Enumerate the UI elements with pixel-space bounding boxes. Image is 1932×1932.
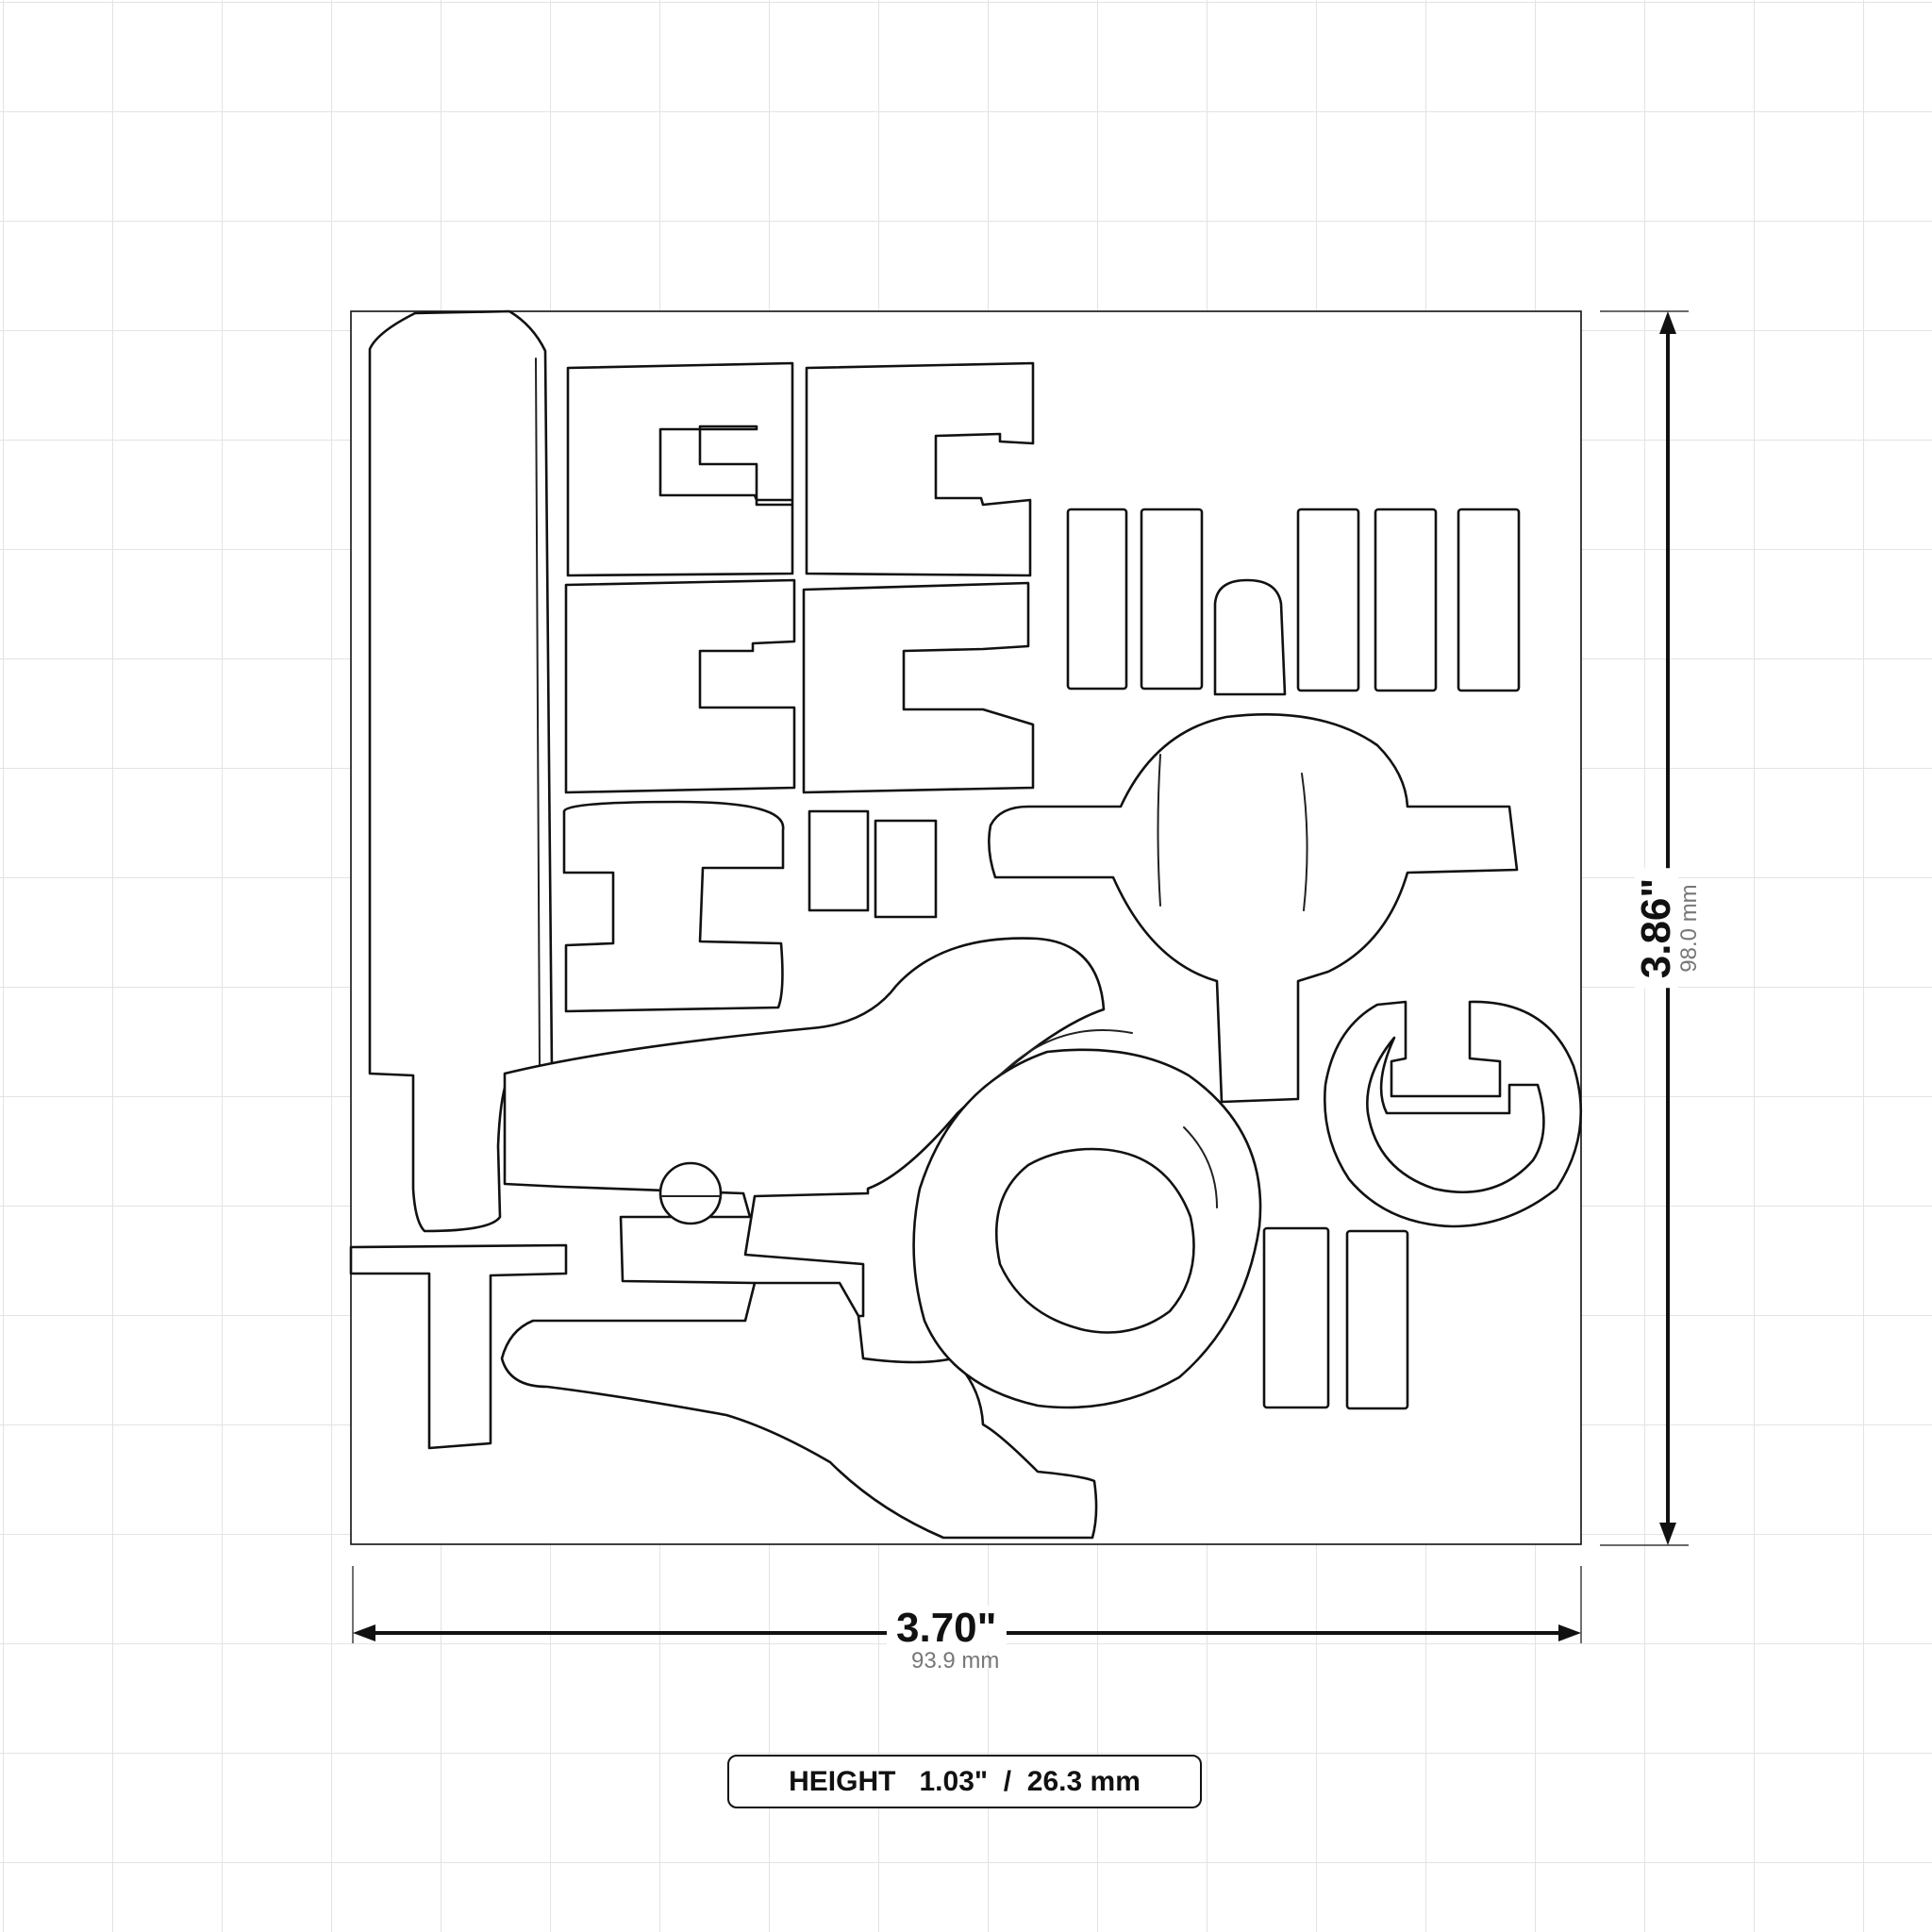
large-ring-part (912, 1048, 1262, 1409)
height-badge-separator: / (1003, 1765, 1012, 1797)
pin-1 (1066, 508, 1128, 691)
cross-joint-part (988, 713, 1519, 1104)
lower-arm-part (500, 1281, 1098, 1540)
height-badge: HEIGHT 1.03" / 26.3 mm (727, 1755, 1202, 1808)
small-pin-1 (1262, 1226, 1330, 1409)
pin-4 (1296, 508, 1360, 692)
height-arrowhead-bottom (1659, 1523, 1676, 1545)
bracket-part-4 (802, 581, 1035, 794)
small-pin-2 (1345, 1229, 1409, 1410)
small-block-1 (808, 809, 870, 912)
width-dimension-inches: 3.70" (887, 1606, 1007, 1651)
small-block-2 (874, 819, 938, 919)
handle-part-edge (535, 358, 541, 1067)
small-pin-hole (658, 1161, 723, 1225)
height-arrowhead-top (1659, 311, 1676, 334)
height-badge-inches: 1.03" (919, 1765, 989, 1797)
height-dimension-inches: 3.86" (1633, 868, 1679, 989)
cross-joint-detail (1157, 754, 1308, 911)
width-arrowhead-right (1558, 1624, 1581, 1641)
pin-2 (1140, 508, 1204, 691)
width-arrowhead-left (353, 1624, 375, 1641)
t-shaped-part (349, 1243, 568, 1450)
bracket-part-3 (564, 578, 796, 794)
handle-part (368, 309, 554, 1233)
bracket-part-1 (566, 361, 794, 577)
pin-5 (1374, 508, 1438, 692)
pin-6 (1457, 508, 1521, 692)
bracket-part-2 (805, 361, 1035, 577)
wrench-part (503, 937, 1106, 1318)
c-clip-part (1324, 1000, 1583, 1228)
width-dimension-mm: 93.9 mm (911, 1648, 1000, 1674)
bracket-part-5 (562, 800, 785, 1013)
large-ring-back (999, 1029, 1218, 1208)
pin-3 (1213, 578, 1287, 696)
height-badge-mm: 26.3 mm (1026, 1765, 1141, 1797)
height-badge-label: HEIGHT (789, 1765, 896, 1797)
height-dimension-mm: 98.0 mm (1676, 884, 1702, 973)
